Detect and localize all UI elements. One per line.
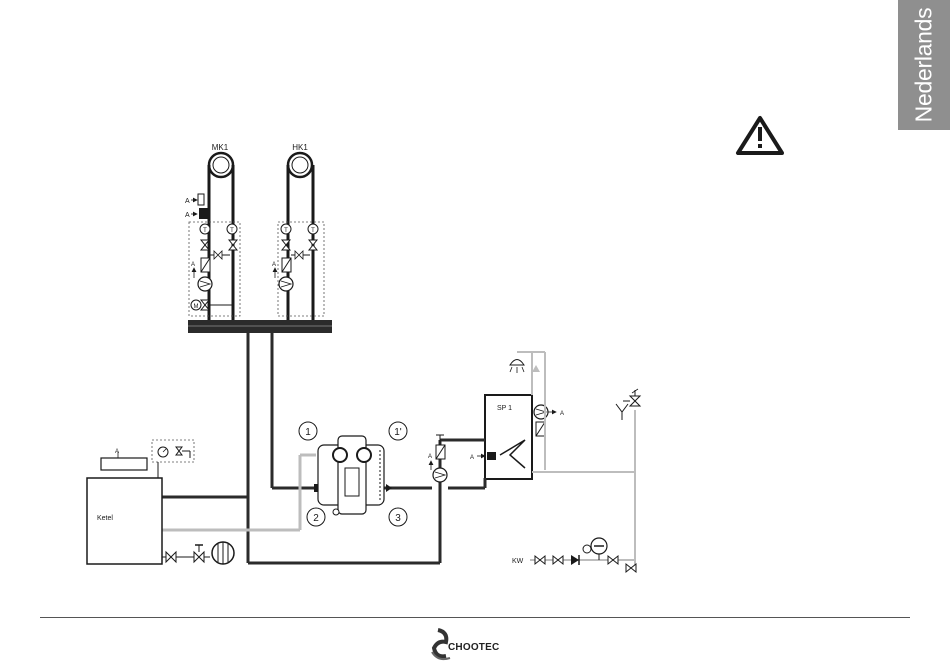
safety-valve-icon (630, 396, 640, 406)
svg-text:A: A (191, 262, 195, 268)
boiler-control-unit (101, 458, 147, 470)
hydraulic-module (314, 436, 384, 515)
shower-icon (510, 360, 524, 366)
svg-text:M: M (194, 304, 199, 310)
check-valve-icon (571, 555, 579, 565)
shutoff-valve-icon (553, 556, 563, 564)
safety-valve-icon (176, 447, 182, 455)
svg-text:A: A (272, 262, 276, 268)
svg-text:A: A (428, 454, 432, 460)
svg-text:2: 2 (313, 513, 319, 524)
svg-text:T: T (284, 228, 288, 234)
mk1-sensor-a-label: A (185, 198, 190, 205)
thermostat-icon (198, 194, 204, 205)
sp1-label: SP 1 (497, 405, 512, 412)
bypass-valve-icon (214, 251, 222, 259)
shutoff-valve-icon (608, 556, 618, 564)
pressure-gauge-icon (583, 545, 591, 553)
drain-valve-icon (626, 564, 636, 572)
dhw-loading-pipes: A (428, 435, 485, 488)
mk1-label: MK1 (212, 143, 229, 152)
svg-text:A: A (470, 455, 474, 461)
hk1-label: HK1 (292, 143, 308, 152)
temperature-sensor-icon (199, 208, 208, 219)
cold-water-label: KW (512, 558, 524, 565)
svg-text:A: A (115, 449, 119, 455)
svg-text:1: 1 (305, 427, 311, 438)
svg-text:T: T (311, 228, 315, 234)
shutoff-valve-icon (309, 240, 317, 250)
callout-1: 1 (299, 422, 317, 440)
svg-text:T: T (203, 228, 207, 234)
callout-1-prime: 1' (389, 422, 407, 440)
footer-divider (40, 617, 910, 618)
callout-2: 2 (307, 508, 325, 526)
expansion-vessel (162, 542, 234, 564)
heating-circuit-hk1: HK1 T T A (272, 143, 324, 320)
boiler-label: Ketel (97, 515, 113, 522)
main-pipes (162, 333, 440, 563)
heating-circuit-mk1: MK1 A A T T A M (185, 143, 240, 320)
svg-text:1': 1' (394, 427, 402, 438)
brand-logo: CHOOTEC (428, 622, 538, 664)
svg-text:A: A (560, 411, 564, 417)
boiler: Ketel A (87, 440, 194, 564)
drain-funnel-icon (616, 404, 628, 412)
brand-logo-text: CHOOTEC (448, 642, 499, 653)
tank-sensor-icon (487, 452, 496, 460)
valve-icon (194, 552, 204, 562)
callout-3: 3 (389, 508, 407, 526)
svg-text:T: T (230, 228, 234, 234)
shutoff-valve-icon (535, 556, 545, 564)
drain-valve-icon (166, 552, 176, 562)
svg-text:3: 3 (395, 513, 401, 524)
bypass-valve-icon (295, 251, 303, 259)
storage-tank-sp1: SP 1 A A (470, 352, 564, 479)
shutoff-valve-icon (229, 240, 237, 250)
mk1-sensor-a2-label: A (185, 212, 190, 219)
warning-icon (738, 118, 782, 153)
